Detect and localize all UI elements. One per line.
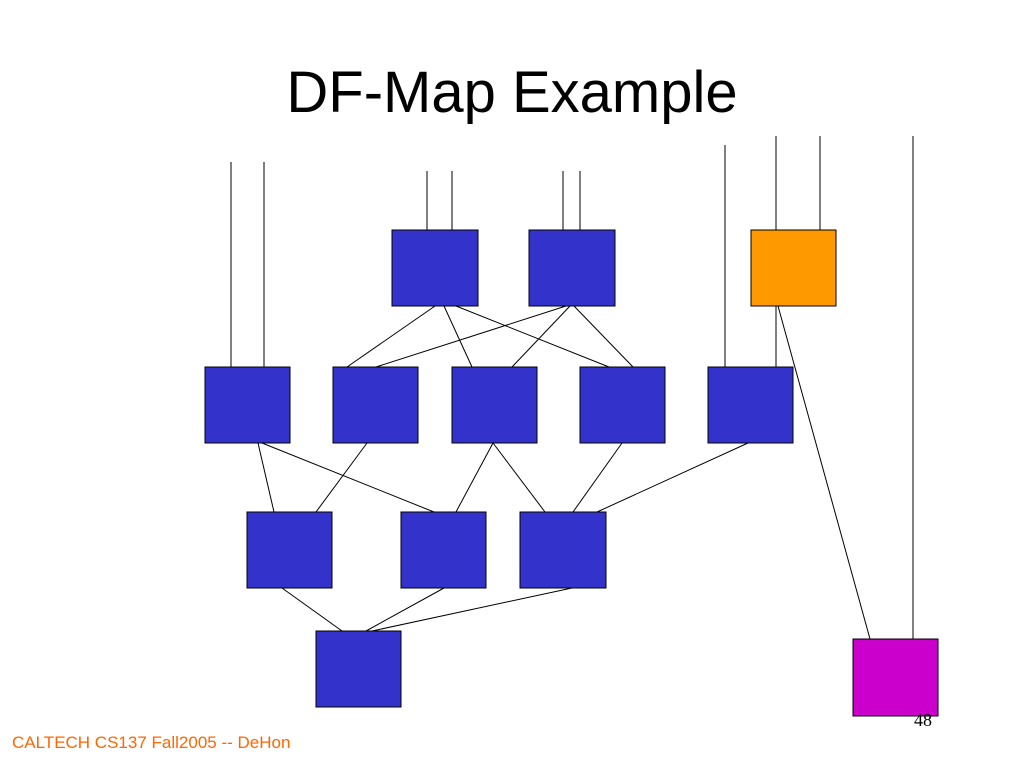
edge — [315, 442, 368, 513]
edge — [511, 305, 571, 368]
edge — [365, 587, 445, 632]
operator-node — [332, 366, 419, 444]
input-wires — [230, 136, 914, 639]
edge — [261, 442, 435, 513]
highlighted-node-magenta — [852, 638, 939, 717]
nodes — [204, 229, 939, 717]
operator-node — [204, 366, 291, 444]
operator-node — [451, 366, 538, 444]
operator-node — [579, 366, 666, 444]
page-number: 48 — [914, 710, 932, 730]
edge — [455, 305, 610, 368]
operator-node — [707, 366, 794, 444]
highlighted-node-orange — [750, 229, 837, 307]
edge — [596, 442, 749, 513]
operator-node — [246, 511, 333, 589]
edge — [492, 442, 546, 513]
edges — [257, 305, 871, 640]
operator-node — [391, 229, 479, 307]
edge — [375, 305, 567, 368]
slide-title: DF-Map Example — [286, 60, 738, 125]
edge — [443, 305, 473, 368]
edge — [573, 305, 634, 368]
operator-node — [400, 511, 487, 589]
edge — [281, 587, 343, 632]
edge — [572, 442, 623, 513]
edge — [777, 305, 871, 640]
edge — [346, 305, 436, 368]
operator-node — [519, 511, 607, 589]
edge — [371, 587, 573, 632]
operator-node — [528, 229, 616, 307]
edge — [455, 442, 494, 513]
operator-node — [315, 630, 402, 708]
slide-footer: CALTECH CS137 Fall2005 -- DeHon — [12, 733, 291, 752]
edge — [257, 442, 275, 513]
